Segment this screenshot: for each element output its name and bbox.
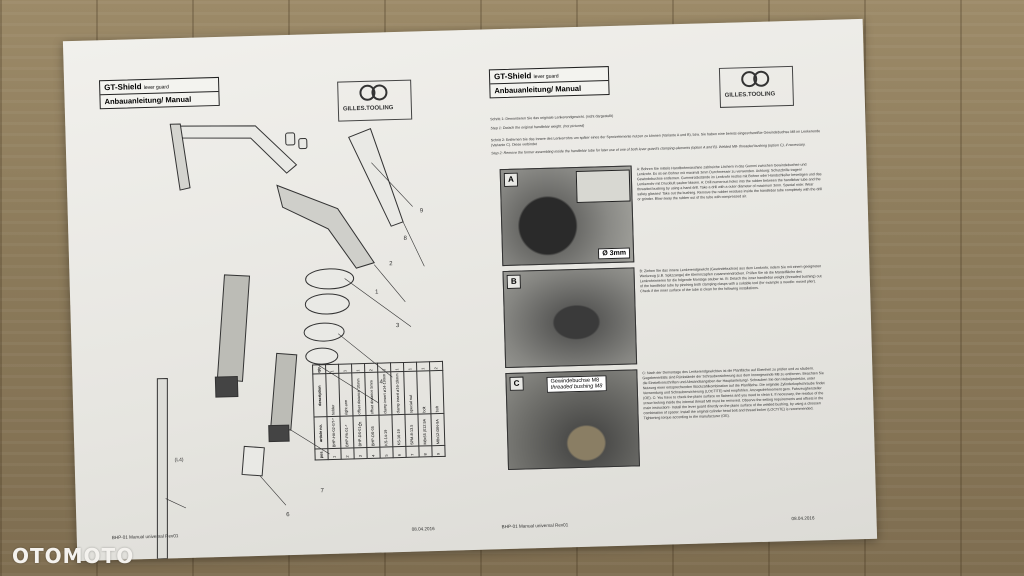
photo-box-a: A Ø 3mm: [499, 165, 635, 267]
guard-side-part: [156, 377, 168, 560]
otomoto-watermark: OTOMOTO: [12, 544, 135, 568]
box-a-text: A: Bohren Sie mittels Handbohrmaschine z…: [636, 162, 823, 202]
clamp-insert-part: [216, 274, 251, 382]
right-title: GT-Shield: [493, 71, 532, 82]
photo-box-c: C Gewindebuchse M8 threaded bushing M8: [505, 369, 640, 471]
instruction-sheet: GT-Shield lever guard Anbauanleitung/ Ma…: [62, 18, 878, 562]
right-title-box: GT-Shield lever guard Anbauanleitung/ Ma…: [488, 66, 610, 99]
right-footer-doc: BHP-01 Manual universal Rev01: [501, 522, 569, 530]
safety-glasses-inset: [575, 169, 631, 203]
right-footer-date: 08.04.2016: [791, 515, 815, 522]
right-page: GT-Shield lever guard Anbauanleitung/ Ma…: [468, 19, 877, 550]
exploded-diagram: [156, 123, 425, 560]
callout-6: 6: [286, 512, 290, 519]
right-logo: GILLES.TOOLING: [718, 65, 794, 108]
box-c-caption: Gewindebuchse M8 threaded bushing M8: [546, 375, 607, 393]
callout-2: 2: [389, 261, 393, 268]
box-b-label: B: [506, 274, 521, 289]
gilles-logo-icon: [359, 84, 388, 101]
box-c-caption-en: threaded bushing M8: [550, 383, 603, 391]
right-logo-text: GILLES.TOOLING: [724, 91, 776, 99]
bolt-part: [348, 128, 404, 227]
callout-9: 9: [419, 208, 424, 215]
gilles-logo-icon: [741, 70, 770, 88]
lever-arm-part: [174, 125, 298, 174]
right-subtitle: Anbauanleitung/ Manual: [494, 83, 582, 96]
left-logo: GILLES.TOOLING: [337, 79, 413, 122]
callout-8: 8: [403, 235, 407, 242]
left-page: GT-Shield lever guard Anbauanleitung/ Ma…: [68, 30, 477, 561]
box-b-text: B: Ziehen Sie das innere Lenkerendgewich…: [639, 264, 822, 294]
photo-box-b: B: [502, 267, 638, 369]
callout-1: 1: [374, 289, 379, 296]
holder-part: [276, 184, 375, 269]
box-c-label: C: [509, 376, 524, 391]
left-footer-date: 08.04.2016: [411, 526, 435, 532]
dimension-label: (L4): [174, 457, 184, 464]
right-title-suffix: lever guard: [533, 73, 559, 81]
box-a-label: A: [503, 172, 519, 188]
box-c-text: C: Nach der Demontage des Lenkerendgewic…: [642, 366, 825, 421]
box-a-caption: Ø 3mm: [598, 247, 631, 260]
callout-3: 3: [395, 322, 400, 330]
callout-7: 7: [320, 488, 324, 495]
